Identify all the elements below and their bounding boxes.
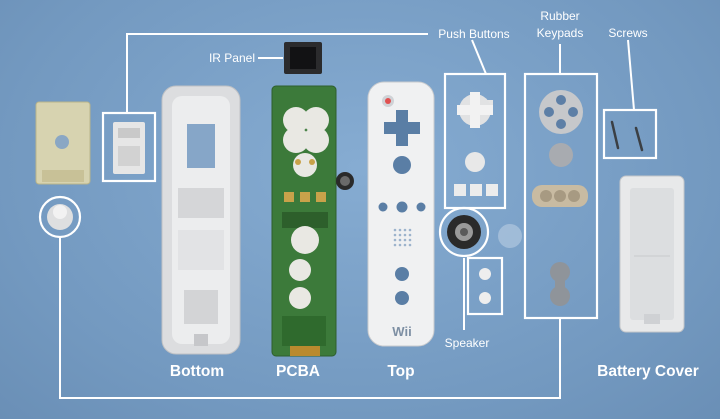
label-screws: Screws <box>608 26 647 40</box>
label-rubber-keypads-line1: Rubber <box>540 9 579 23</box>
label-bottom: Bottom <box>170 363 224 380</box>
callout-box-rubber-keypads <box>523 72 599 320</box>
label-pcba: PCBA <box>276 363 320 380</box>
callout-line-bottom-loop <box>59 237 561 399</box>
label-ir-panel: IR Panel <box>209 51 255 65</box>
callout-circle-trigger <box>38 195 82 239</box>
callout-box-screws <box>602 108 658 160</box>
labels: IR Panel Push Buttons Rubber Keypads Scr… <box>170 9 699 380</box>
callout-box-small-part <box>101 111 157 183</box>
rubber-keypads-parts <box>532 90 588 306</box>
label-top: Top <box>387 363 414 380</box>
battery-cover <box>619 175 685 333</box>
callout-line-push-buttons-left <box>126 33 428 113</box>
label-battery-cover: Battery Cover <box>597 363 699 380</box>
wii-logo: Wii <box>392 324 411 339</box>
callout-box-small-buttons <box>466 256 504 316</box>
trigger-button <box>47 204 73 230</box>
speaker-part <box>447 215 522 249</box>
callout-line-screws <box>627 39 635 111</box>
bottom-shell <box>161 85 241 355</box>
label-push-buttons: Push Buttons <box>438 27 509 41</box>
pcba-board <box>271 85 354 357</box>
small-buttons-parts <box>479 268 491 304</box>
top-shell: Wii <box>367 81 435 347</box>
ir-panel <box>284 42 322 74</box>
button-bracket-part <box>113 122 145 174</box>
callout-line-push-buttons <box>471 39 487 75</box>
callout-boxes <box>38 72 658 320</box>
battery-contact-part <box>35 101 91 185</box>
callout-box-push-buttons <box>443 72 507 210</box>
label-rubber-keypads-line2: Keypads <box>537 26 584 40</box>
push-buttons-parts <box>454 90 498 196</box>
screws-parts <box>610 120 644 152</box>
label-speaker: Speaker <box>445 336 490 350</box>
callout-lines <box>59 33 635 399</box>
callout-circle-speaker <box>438 206 490 258</box>
